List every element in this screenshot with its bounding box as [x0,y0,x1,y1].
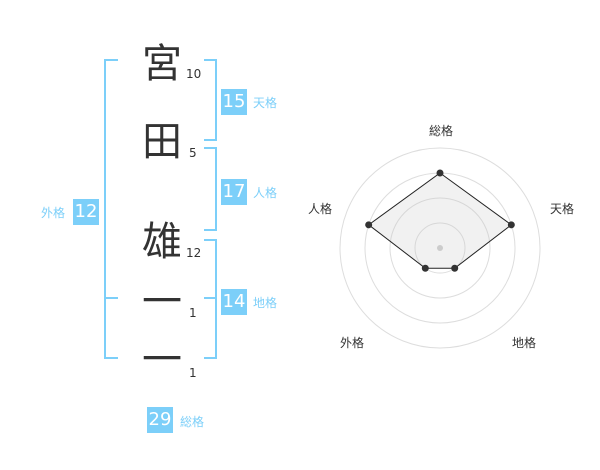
radar-point-3 [451,264,459,272]
radar-series-polygon [367,172,513,269]
tenkaku-bracket [204,59,217,141]
name-char-4: 一 [142,279,182,325]
stroke-count-2: 5 [189,146,197,160]
name-char-5: 一 [142,337,182,383]
radar-grid-ring [339,147,541,349]
name-char-2: 田 [142,119,182,165]
radar-label-gaikaku: 外格 [339,336,364,350]
tenkaku-value: 15 [221,89,247,115]
gaikaku-value: 12 [73,199,99,225]
stroke-count-5: 1 [189,366,197,380]
radar-point-2 [507,221,515,229]
radar-grid-ring [414,222,466,274]
jinkaku-bracket [204,147,217,231]
gaikaku-label: 外格 [41,206,66,220]
chikaku-value: 14 [221,289,247,315]
jinkaku-value: 17 [221,179,247,205]
radar-label-tenkaku: 天格 [549,202,574,216]
name-char-1: 宮 [142,41,182,87]
chikaku-label: 地格 [253,296,278,310]
name-char-3: 雄 [142,219,182,265]
gaikaku-bracket [104,59,118,359]
radar-point-4 [421,264,429,272]
soukaku-value: 29 [147,407,173,433]
soukaku-label: 総格 [180,415,205,429]
stroke-count-3: 12 [186,246,202,260]
radar-label-jinkaku: 人格 [307,202,332,216]
radar-point-1 [436,169,444,177]
stroke-count-4: 1 [189,306,197,320]
jinkaku-label: 人格 [253,186,278,200]
stroke-count-1: 10 [186,67,202,81]
tenkaku-label: 天格 [253,96,278,110]
radar-point-5 [365,221,373,229]
radar-label-chikaku: 地格 [511,336,536,350]
radar-center-dot [437,245,443,251]
radar-label-soukaku: 総格 [428,124,453,138]
radar-grid-ring [389,197,491,299]
